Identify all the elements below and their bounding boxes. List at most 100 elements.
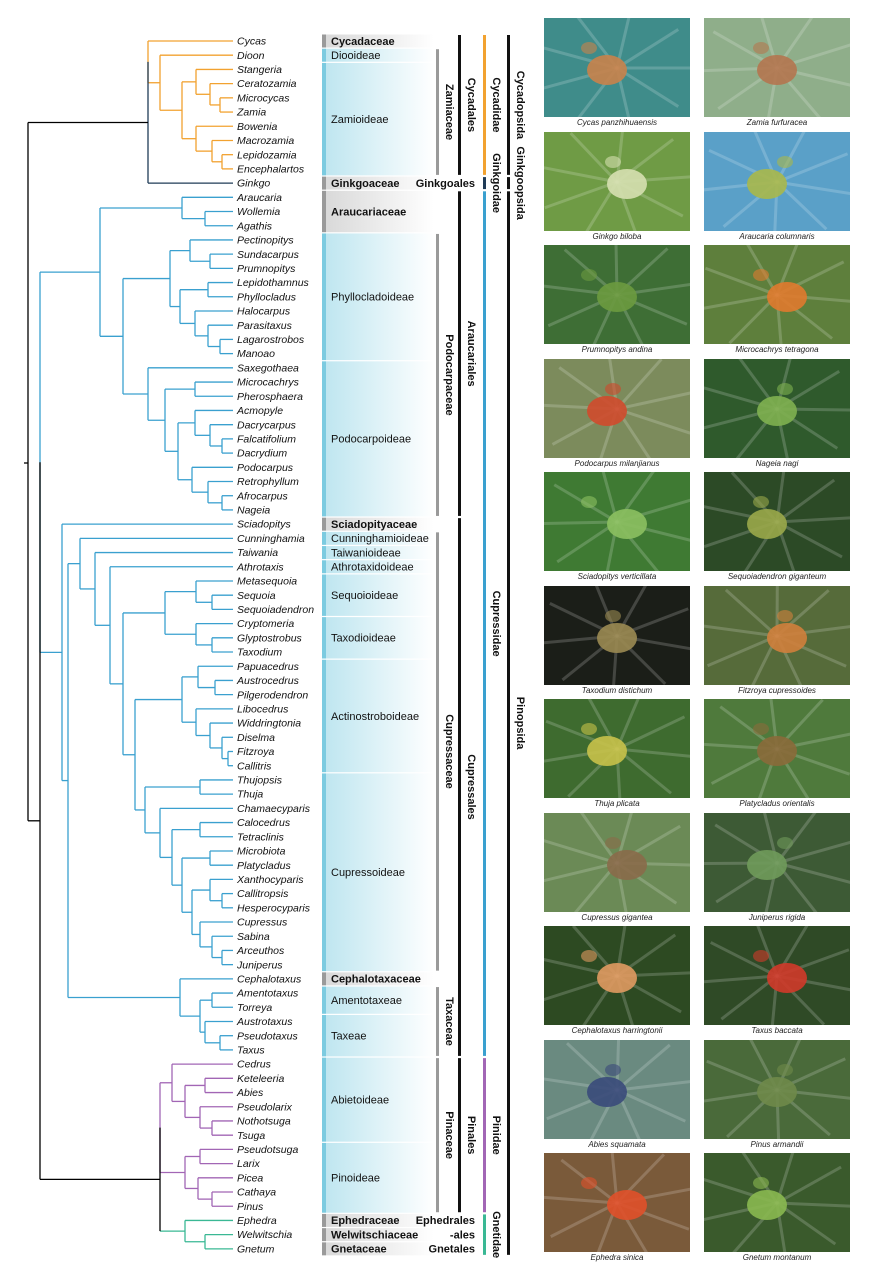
rank-bars: ZamiaceaePodocarpaceaeCupressaceaeTaxace… xyxy=(416,35,526,1258)
plant-photo-icon xyxy=(544,699,690,798)
photo-image xyxy=(544,358,690,458)
subclass-bar-ginkgoidae xyxy=(483,177,486,190)
taxon-label-cephalotaxaceae: Cephalotaxaceae xyxy=(331,974,421,986)
taxon-box-edge-phyllocladoideae xyxy=(322,233,326,361)
taxon-box-edge-taiwanioideae xyxy=(322,546,326,560)
taxon-box-edge-welwitschiaceae xyxy=(322,1228,326,1242)
genus-label-tsuga: Tsuga xyxy=(237,1130,265,1142)
taxon-box-ephedraceae xyxy=(326,1213,434,1227)
photo-caption: Juniperus rigida xyxy=(748,912,806,922)
genus-label-lepidothamnus: Lepidothamnus xyxy=(237,277,310,289)
class-bar-cycadopsida xyxy=(507,35,510,175)
specimen-photo-14: Cupressus gigantea xyxy=(544,812,690,922)
order-label-pinales: Pinales xyxy=(465,1116,477,1155)
genus-label-cedrus: Cedrus xyxy=(237,1059,272,1071)
photo-image xyxy=(704,245,850,344)
genus-label-callitropsis: Callitropsis xyxy=(237,888,289,900)
photo-caption: Thuja plicata xyxy=(594,799,640,808)
photo-caption: Cycas panzhihuaensis xyxy=(576,118,658,127)
photo-image xyxy=(704,699,850,798)
taxon-label-pinoideae: Pinoideae xyxy=(331,1173,380,1185)
taxon-box-edge-sciadopityaceae xyxy=(322,517,326,531)
taxon-label-podocarpoideae: Podocarpoideae xyxy=(331,434,411,446)
order-bar-araucariales xyxy=(458,191,461,516)
genus-label-xanthocyparis: Xanthocyparis xyxy=(236,874,304,886)
photo-caption: Sequoiadendron giganteum xyxy=(727,572,827,581)
order-inline-label-gnetales: Gnetales xyxy=(429,1244,475,1256)
plant-photo-icon xyxy=(704,18,850,117)
taxon-box-edge-pinoideae xyxy=(322,1142,326,1213)
plant-photo-icon xyxy=(704,358,850,458)
taxon-box-edge-ginkgoaceae xyxy=(322,176,326,190)
genus-label-athrotaxis: Athrotaxis xyxy=(236,561,284,573)
genus-label-thuja: Thuja xyxy=(237,789,263,801)
genus-label-cephalotaxus: Cephalotaxus xyxy=(237,973,302,985)
taxon-box-araucariaceae xyxy=(326,190,434,233)
taxon-boxes: CycadaceaeDiooideaeZamioideaeGinkgoaceae… xyxy=(322,34,434,1256)
genus-label-retrophyllum: Retrophyllum xyxy=(237,476,299,488)
plant-photo-icon xyxy=(704,926,850,1025)
genus-label-pseudotsuga: Pseudotsuga xyxy=(237,1144,298,1156)
genus-label-sabina: Sabina xyxy=(237,931,270,943)
plant-photo-icon xyxy=(544,1039,690,1139)
taxon-label-abietoideae: Abietoideae xyxy=(331,1094,389,1106)
genus-label-manoao: Manoao xyxy=(237,348,275,360)
plant-photo-icon xyxy=(704,131,850,231)
plant-photo-icon xyxy=(704,472,850,571)
genus-label-platycladus: Platycladus xyxy=(237,860,291,872)
genus-label-calocedrus: Calocedrus xyxy=(237,817,291,829)
subclass-bar-cupressidae xyxy=(483,191,486,1056)
plant-photo-icon xyxy=(544,585,690,685)
specimen-photo-1: Zamia furfuracea xyxy=(704,18,850,127)
plant-photo-icon xyxy=(544,18,690,117)
genus-label-thujopsis: Thujopsis xyxy=(237,775,283,787)
specimen-photo-12: Thuja plicata xyxy=(544,699,690,808)
genus-label-nageia: Nageia xyxy=(237,505,270,517)
taxon-box-edge-amentotaxeae xyxy=(322,986,326,1014)
photo-image xyxy=(704,585,850,685)
taxon-box-cunninghamioideae xyxy=(326,531,434,545)
photo-image xyxy=(704,131,850,231)
genus-label-cryptomeria: Cryptomeria xyxy=(237,618,294,630)
genus-label-gnetum: Gnetum xyxy=(237,1243,275,1255)
photo-image xyxy=(704,472,850,571)
photo-image xyxy=(704,926,850,1025)
specimen-photo-3: Araucaria columnaris xyxy=(704,131,850,241)
genus-label-metasequoia: Metasequoia xyxy=(237,576,297,588)
taxon-label-sciadopityaceae: Sciadopityaceae xyxy=(331,519,417,531)
genus-label-macrozamia: Macrozamia xyxy=(237,135,294,147)
taxon-label-welwitschiaceae: Welwitschiaceae xyxy=(331,1229,418,1241)
family-label-zamiaceae: Zamiaceae xyxy=(443,84,455,140)
genus-label-agathis: Agathis xyxy=(236,220,273,232)
family-bar-taxaceae xyxy=(436,987,439,1056)
genus-label-fitzroya: Fitzroya xyxy=(237,746,275,758)
genus-label-ceratozamia: Ceratozamia xyxy=(237,78,297,90)
photo-image xyxy=(544,1039,690,1139)
genus-label-taxodium: Taxodium xyxy=(237,647,282,659)
genus-label-pectinopitys: Pectinopitys xyxy=(237,235,294,247)
taxon-box-sciadopityaceae xyxy=(326,517,434,531)
genus-label-ephedra: Ephedra xyxy=(237,1215,277,1227)
photo-caption: Ginkgo biloba xyxy=(592,231,642,241)
family-bar-cupressaceae xyxy=(436,532,439,971)
specimen-photo-8: Sciadopitys verticillata xyxy=(544,472,690,581)
genus-label-larix: Larix xyxy=(237,1158,261,1170)
genus-label-zamia: Zamia xyxy=(236,107,266,119)
genus-label-cathaya: Cathaya xyxy=(237,1187,276,1199)
plant-photo-icon xyxy=(544,812,690,912)
plant-photo-icon xyxy=(704,812,850,912)
specimen-photo-7: Nageia nagi xyxy=(704,358,850,468)
photo-caption: Podocarpus milanjianus xyxy=(574,458,660,468)
genus-label-podocarpus: Podocarpus xyxy=(237,462,294,474)
plant-photo-icon xyxy=(704,1153,850,1252)
genus-label-torreya: Torreya xyxy=(237,1002,272,1014)
genus-label-libocedrus: Libocedrus xyxy=(237,703,289,715)
genus-label-dacrycarpus: Dacrycarpus xyxy=(237,419,297,431)
genus-label-austrotaxus: Austrotaxus xyxy=(236,1016,293,1028)
taxon-box-taxeae xyxy=(326,1014,434,1057)
photo-caption: Prumnopitys andina xyxy=(581,345,653,354)
specimen-photo-17: Taxus baccata xyxy=(704,926,850,1035)
taxon-box-edge-zamioideae xyxy=(322,62,326,176)
plant-photo-icon xyxy=(704,1039,850,1139)
photo-image xyxy=(544,131,690,231)
